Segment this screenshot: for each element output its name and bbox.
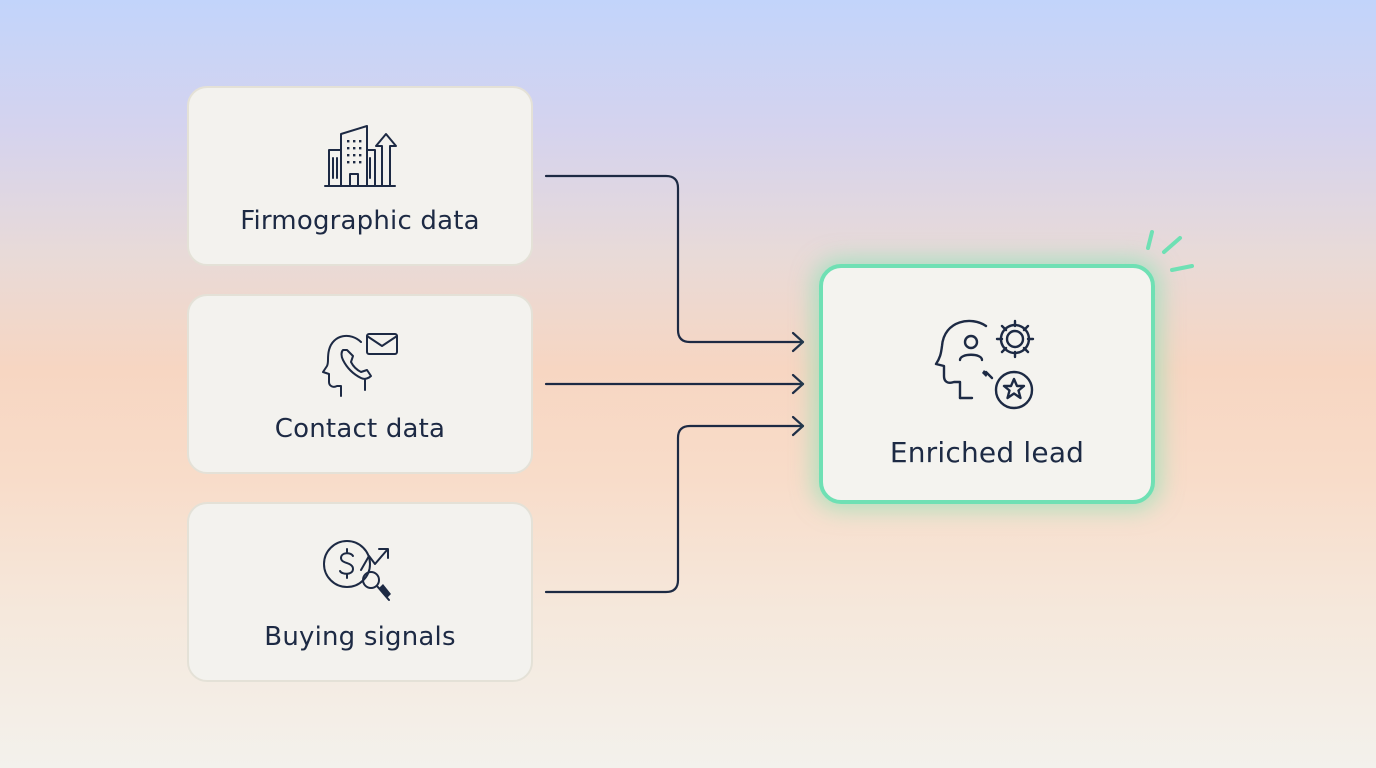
result-card-enriched-lead: Enriched lead [819, 264, 1155, 504]
connector-buying [544, 424, 805, 594]
head-gear-star-icon [934, 319, 1035, 410]
result-label: Enriched lead [889, 436, 1085, 469]
building-growth-icon [324, 125, 397, 187]
source-label-buying-signals: Buying signals [264, 622, 456, 652]
connector-firmographic [544, 174, 805, 344]
sparkle-icon [1146, 230, 1194, 272]
arrowhead-firmographic [791, 331, 805, 353]
arrowhead-contact [791, 373, 805, 395]
source-label-contact: Contact data [274, 414, 446, 444]
dollar-trend-search-icon [323, 540, 391, 601]
source-card-contact: Contact data [187, 294, 533, 474]
head-phone-mail-icon [322, 333, 398, 397]
arrowhead-buying [791, 415, 805, 437]
source-card-buying-signals: Buying signals [187, 502, 533, 682]
source-label-firmographic: Firmographic data [240, 206, 480, 236]
source-card-firmographic: Firmographic data [187, 86, 533, 266]
